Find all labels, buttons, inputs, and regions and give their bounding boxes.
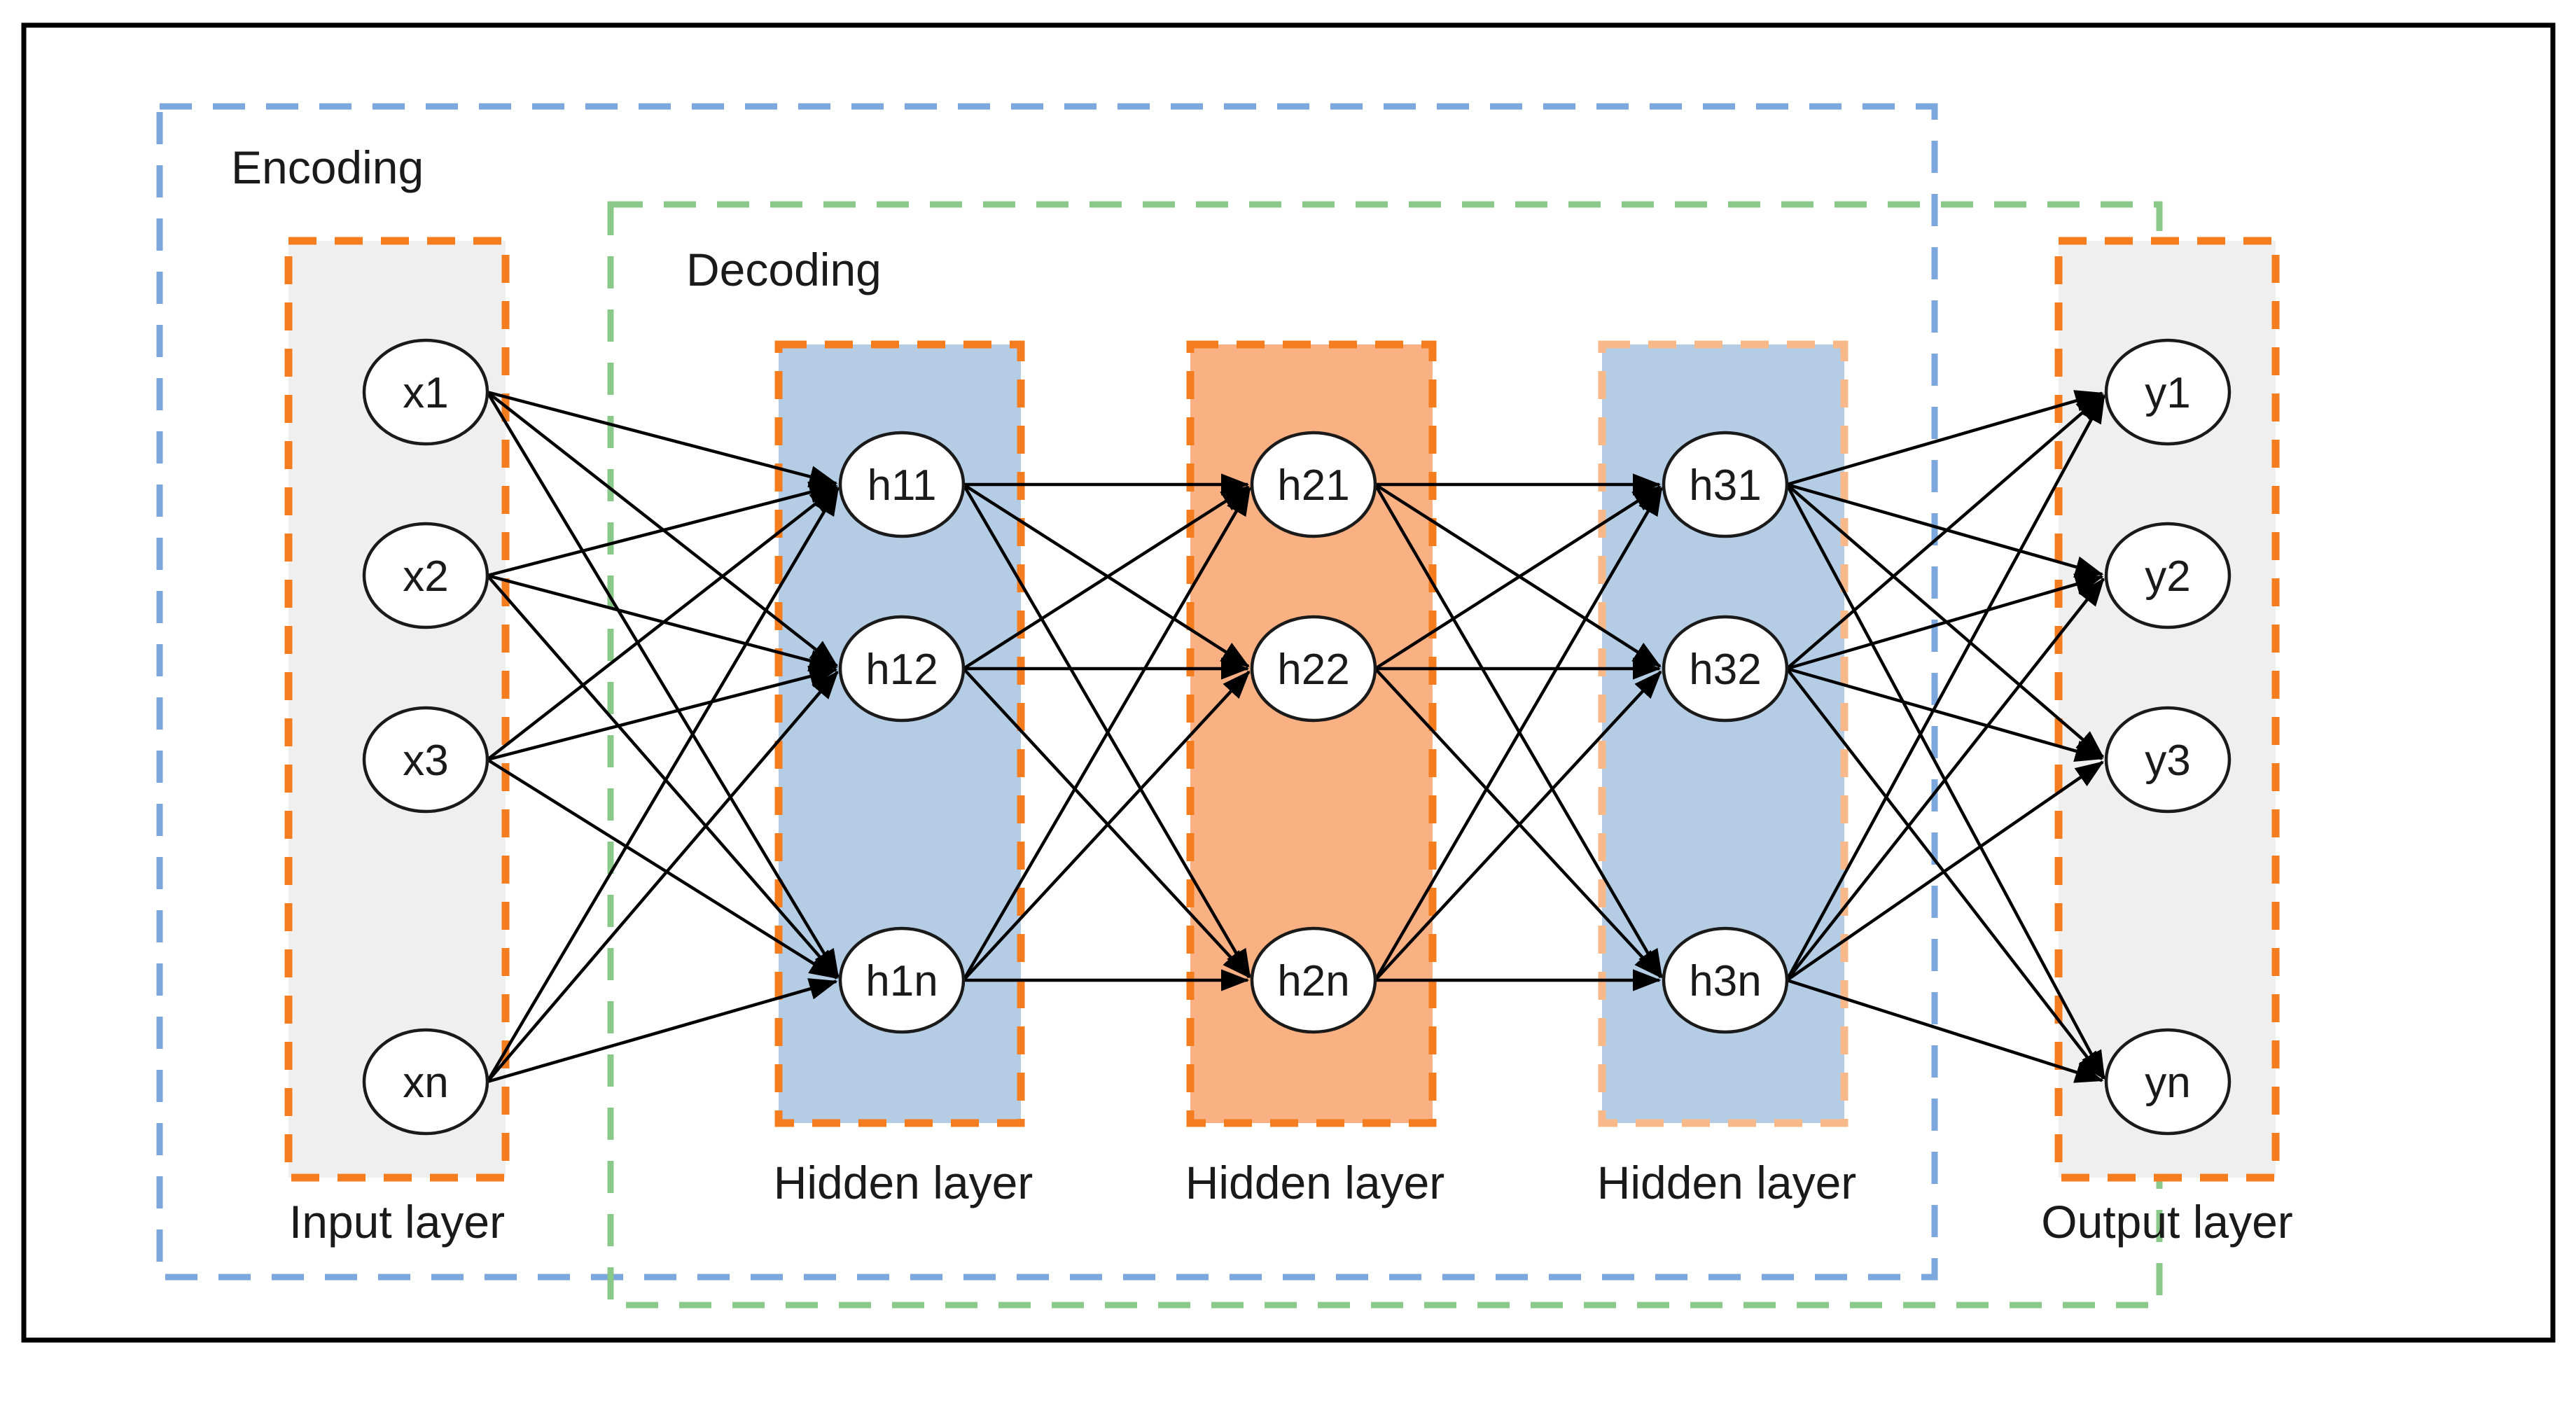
edge-h3n-to-yn bbox=[1786, 978, 2104, 1083]
neuron-label-h22: h22 bbox=[1277, 646, 1349, 694]
neuron-h11[interactable] bbox=[838, 431, 966, 538]
edge-h32-to-yn bbox=[1785, 667, 2105, 1080]
neuron-h32[interactable] bbox=[1662, 615, 1789, 723]
edge-xn-to-h11 bbox=[486, 487, 840, 1083]
edge-h1n-to-h21 bbox=[962, 487, 1251, 982]
edge-h31-to-y1 bbox=[1786, 390, 2104, 487]
neuron-label-h31: h31 bbox=[1689, 461, 1761, 510]
edge-h2n-to-h31 bbox=[1374, 487, 1663, 982]
neuron-x3[interactable] bbox=[362, 706, 489, 814]
neuron-label-h11: h11 bbox=[868, 461, 937, 510]
panel-border-input-layer bbox=[284, 237, 510, 1182]
neuron-y1[interactable] bbox=[2104, 338, 2232, 446]
neuron-label-h1n: h1n bbox=[865, 957, 938, 1005]
neuron-xn[interactable] bbox=[362, 1028, 489, 1136]
layer-caption-hidden-layer-3: Hidden layer bbox=[1597, 1157, 1857, 1208]
edge-h11-to-h2n bbox=[962, 483, 1251, 978]
neuron-y2[interactable] bbox=[2104, 522, 2232, 629]
edge-h31-to-y2 bbox=[1786, 482, 2104, 578]
edge-h12-to-h2n bbox=[962, 667, 1251, 979]
neuron-label-xn: xn bbox=[403, 1059, 448, 1107]
layer-caption-input-layer: Input layer bbox=[289, 1196, 505, 1248]
neuron-label-h2n: h2n bbox=[1277, 957, 1349, 1005]
group-label-decoding: Decoding bbox=[686, 244, 882, 295]
edge-xn-to-h12 bbox=[486, 670, 839, 1083]
neuron-h2n[interactable] bbox=[1250, 926, 1377, 1034]
neuron-h22[interactable] bbox=[1250, 615, 1377, 723]
neuron-h1n[interactable] bbox=[838, 926, 966, 1034]
neuron-x1[interactable] bbox=[362, 338, 489, 446]
layer-caption-output-layer: Output layer bbox=[2041, 1196, 2293, 1248]
neuron-label-x1: x1 bbox=[403, 369, 448, 417]
edge-h32-to-y2 bbox=[1786, 573, 2104, 671]
neuron-nodes: x1 x2 x3 xn h11 h12 h1n h21 h22 h2n h31 h32 h3n y1 y2 y… bbox=[362, 338, 2232, 1136]
edge-h1n-to-h22 bbox=[962, 670, 1251, 982]
neuron-yn[interactable] bbox=[2104, 1028, 2232, 1136]
edge-x3-to-h12 bbox=[487, 665, 838, 762]
edge-x2-to-h1n bbox=[486, 574, 839, 979]
neuron-x2[interactable] bbox=[362, 522, 489, 629]
layer-caption-hidden-layer-1: Hidden layer bbox=[774, 1157, 1033, 1208]
edge-h32-to-y1 bbox=[1785, 393, 2105, 670]
edge-x1-to-h11 bbox=[487, 390, 838, 488]
neuron-label-h21: h21 bbox=[1277, 461, 1349, 510]
neuron-label-yn: yn bbox=[2145, 1059, 2190, 1107]
neuron-label-y1: y1 bbox=[2145, 369, 2190, 417]
edge-x1-to-h1n bbox=[486, 391, 840, 978]
edge-h12-to-h21 bbox=[962, 485, 1250, 670]
neuron-h3n[interactable] bbox=[1662, 926, 1789, 1034]
neuron-h21[interactable] bbox=[1250, 431, 1377, 538]
neuron-label-y2: y2 bbox=[2145, 552, 2190, 601]
edge-h22-to-h3n bbox=[1374, 667, 1662, 979]
edge-h3n-to-y1 bbox=[1785, 394, 2106, 982]
edge-x2-to-h11 bbox=[487, 481, 838, 578]
neuron-h12[interactable] bbox=[838, 615, 966, 723]
neuron-label-y3: y3 bbox=[2145, 737, 2190, 785]
edge-h3n-to-y2 bbox=[1785, 577, 2105, 982]
neuron-label-x2: x2 bbox=[403, 552, 448, 601]
layer-caption-hidden-layer-2: Hidden layer bbox=[1185, 1157, 1445, 1208]
edge-h21-to-h32 bbox=[1374, 483, 1662, 668]
neuron-label-h32: h32 bbox=[1689, 646, 1761, 694]
edge-x3-to-h1n bbox=[486, 758, 838, 980]
edge-x3-to-h11 bbox=[486, 485, 839, 761]
edge-h3n-to-y3 bbox=[1785, 760, 2104, 982]
outer-frame bbox=[21, 22, 2556, 1343]
group-box-encoding bbox=[156, 103, 1938, 1281]
neuron-label-x3: x3 bbox=[403, 737, 448, 785]
edge-h22-to-h31 bbox=[1374, 485, 1662, 670]
panel-border-output-layer bbox=[2054, 237, 2280, 1182]
edge-h11-to-h22 bbox=[962, 483, 1250, 668]
edge-h21-to-h3n bbox=[1374, 483, 1663, 978]
neuron-y3[interactable] bbox=[2104, 706, 2232, 814]
neuron-h31[interactable] bbox=[1662, 431, 1789, 538]
connection-edges bbox=[486, 390, 2106, 1084]
edge-h2n-to-h32 bbox=[1374, 670, 1662, 982]
group-label-encoding: Encoding bbox=[231, 141, 424, 193]
neuron-label-h12: h12 bbox=[865, 646, 938, 694]
edge-h32-to-y3 bbox=[1786, 667, 2104, 762]
neuron-label-h3n: h3n bbox=[1689, 957, 1761, 1005]
edge-x2-to-h12 bbox=[487, 573, 838, 671]
edge-h31-to-y3 bbox=[1785, 483, 2105, 758]
edge-xn-to-h1n bbox=[487, 978, 838, 1084]
